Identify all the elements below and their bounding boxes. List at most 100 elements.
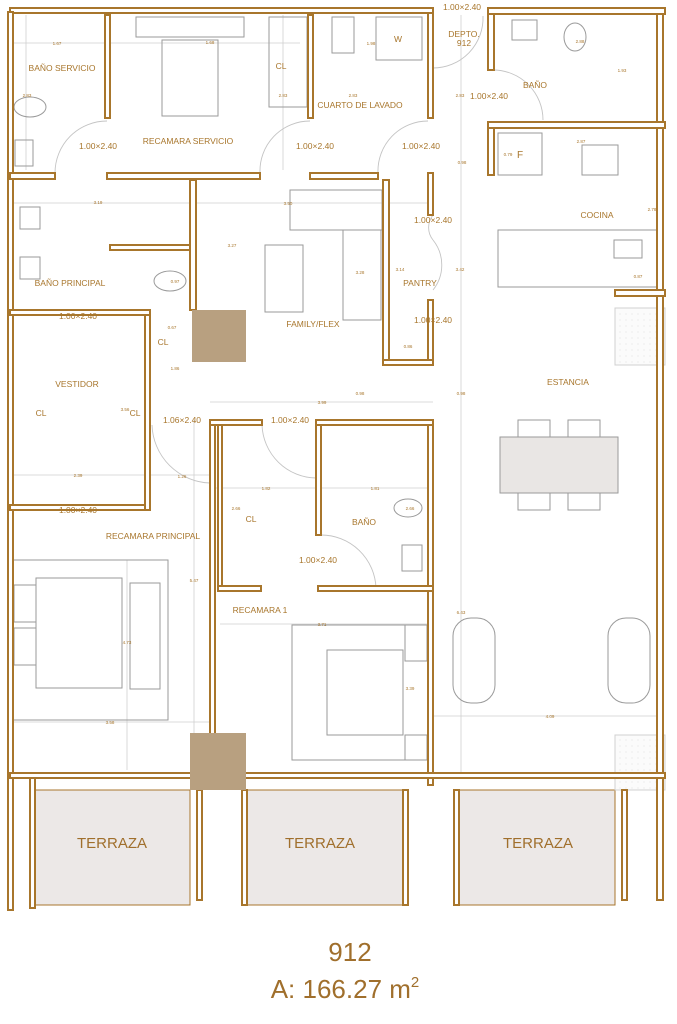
dimension: 3.39	[406, 686, 415, 691]
door-size: 1.00×2.40	[443, 2, 481, 12]
sink-lavado	[331, 16, 355, 54]
room-label: BAÑO	[523, 80, 547, 90]
sink-principal-2	[19, 256, 41, 280]
dimension: 2.66	[406, 506, 415, 511]
dimension: 3.42	[456, 267, 465, 272]
rug-recamara1	[291, 624, 429, 761]
room-label: CL	[36, 408, 47, 418]
room-label: ESTANCIA	[547, 377, 589, 387]
dimension: 5.47	[190, 578, 199, 583]
area-superscript: 2	[411, 974, 419, 991]
door-size: 1.00×2.40	[59, 505, 97, 515]
furniture	[11, 16, 659, 761]
bed-servicio	[161, 39, 219, 117]
terraza-2	[246, 789, 404, 906]
armchair	[452, 617, 496, 704]
dimension: 1.67	[53, 41, 62, 46]
terrace-label: TERRAZA	[285, 835, 355, 852]
dimension: 4.09	[546, 714, 555, 719]
dimension: 2.87	[577, 139, 586, 144]
door-swings	[54, 15, 544, 589]
dimension: 2.78	[648, 207, 657, 212]
dimension: 2.83	[23, 93, 32, 98]
dimension: 1.81	[371, 486, 380, 491]
sink-servicio	[14, 139, 34, 167]
dimension: 2.83	[456, 93, 465, 98]
room-label: RECAMARA 1	[233, 605, 288, 615]
toilet-bano2	[393, 498, 423, 518]
terraza-1	[34, 789, 191, 906]
chair	[567, 419, 601, 438]
bed-principal	[35, 577, 123, 689]
area-value: A: 166.27 m	[271, 974, 411, 1004]
nightstand	[13, 627, 37, 666]
room-label: W	[394, 34, 402, 44]
room-label: CL	[130, 408, 141, 418]
room-label: BAÑO SERVICIO	[29, 63, 96, 73]
dimension: 0.98	[356, 391, 365, 396]
terrace-label: TERRAZA	[77, 835, 147, 852]
structural-column	[190, 733, 246, 790]
chair	[517, 492, 551, 511]
dimension: 3.27	[228, 243, 237, 248]
unit-number: 912	[328, 937, 371, 967]
dimension: 1.82	[262, 486, 271, 491]
room-label: FAMILY/FLEX	[286, 319, 340, 329]
dimension: 1.93	[618, 68, 627, 73]
dimension: 3.71	[318, 622, 327, 627]
room-label: CL	[246, 514, 257, 524]
bench	[129, 582, 161, 690]
toilet-principal	[153, 270, 187, 292]
door-size: 1.00×2.40	[299, 555, 337, 565]
dimension: 3.99	[318, 400, 327, 405]
sink-bano2	[401, 544, 423, 572]
rug-principal	[11, 559, 169, 721]
room-labels: BAÑO SERVICIO RECAMARA SERVICIO CL CUART…	[29, 29, 614, 852]
dimension: 0.86	[404, 344, 413, 349]
dimension-labels: 1.67 2.83 1.68 2.83 1.98 2.83 2.83 2.88 …	[23, 39, 657, 725]
bed-recamara1	[326, 649, 404, 736]
sink-principal-1	[19, 206, 41, 230]
door-labels: 1.00×2.40 1.00×2.40 1.00×2.40 1.00×2.40 …	[59, 2, 508, 565]
entry-label: DEPTO.	[448, 29, 480, 39]
room-label: CL	[158, 337, 169, 347]
room-label: CL	[276, 61, 287, 71]
entry-label: 912	[457, 38, 471, 48]
room-label: PANTRY	[403, 278, 437, 288]
dimension: 3.14	[396, 267, 405, 272]
dimension: 4.73	[123, 640, 132, 645]
armchair	[607, 617, 651, 704]
stove	[581, 144, 619, 176]
dimension: 1.68	[206, 40, 215, 45]
dimension: 3.56	[121, 407, 130, 412]
dimension: 1.26	[178, 474, 187, 479]
toilet-servicio	[13, 96, 47, 118]
sofa-family-side	[342, 229, 382, 321]
kitchen-sink	[613, 239, 643, 259]
door-size: 1.00×2.40	[59, 311, 97, 321]
unit-area: A: 166.27 m2	[271, 974, 420, 1004]
dimension-lines	[10, 15, 657, 775]
dimension: 0.87	[634, 274, 643, 279]
dimension: 0.79	[504, 152, 513, 157]
dimension: 3.50	[284, 201, 293, 206]
room-label: F	[517, 150, 523, 161]
dimension: 2.66	[232, 506, 241, 511]
dining-table	[499, 436, 619, 494]
washer	[375, 16, 423, 61]
dimension: 3.19	[94, 200, 103, 205]
dimension: 0.98	[458, 160, 467, 165]
door-size: 1.00×2.40	[470, 91, 508, 101]
room-label: VESTIDOR	[55, 379, 98, 389]
door-size: 1.00×2.40	[414, 215, 452, 225]
sink-bano	[511, 19, 538, 41]
dimension: 3.28	[356, 270, 365, 275]
nightstand	[404, 624, 428, 662]
dimension: 0.97	[171, 279, 180, 284]
terrace-label: TERRAZA	[503, 835, 573, 852]
door-size: 1.00×2.40	[296, 141, 334, 151]
dimension: 3.58	[106, 720, 115, 725]
room-label: BAÑO	[352, 517, 376, 527]
door-size: 1.00×2.40	[79, 141, 117, 151]
